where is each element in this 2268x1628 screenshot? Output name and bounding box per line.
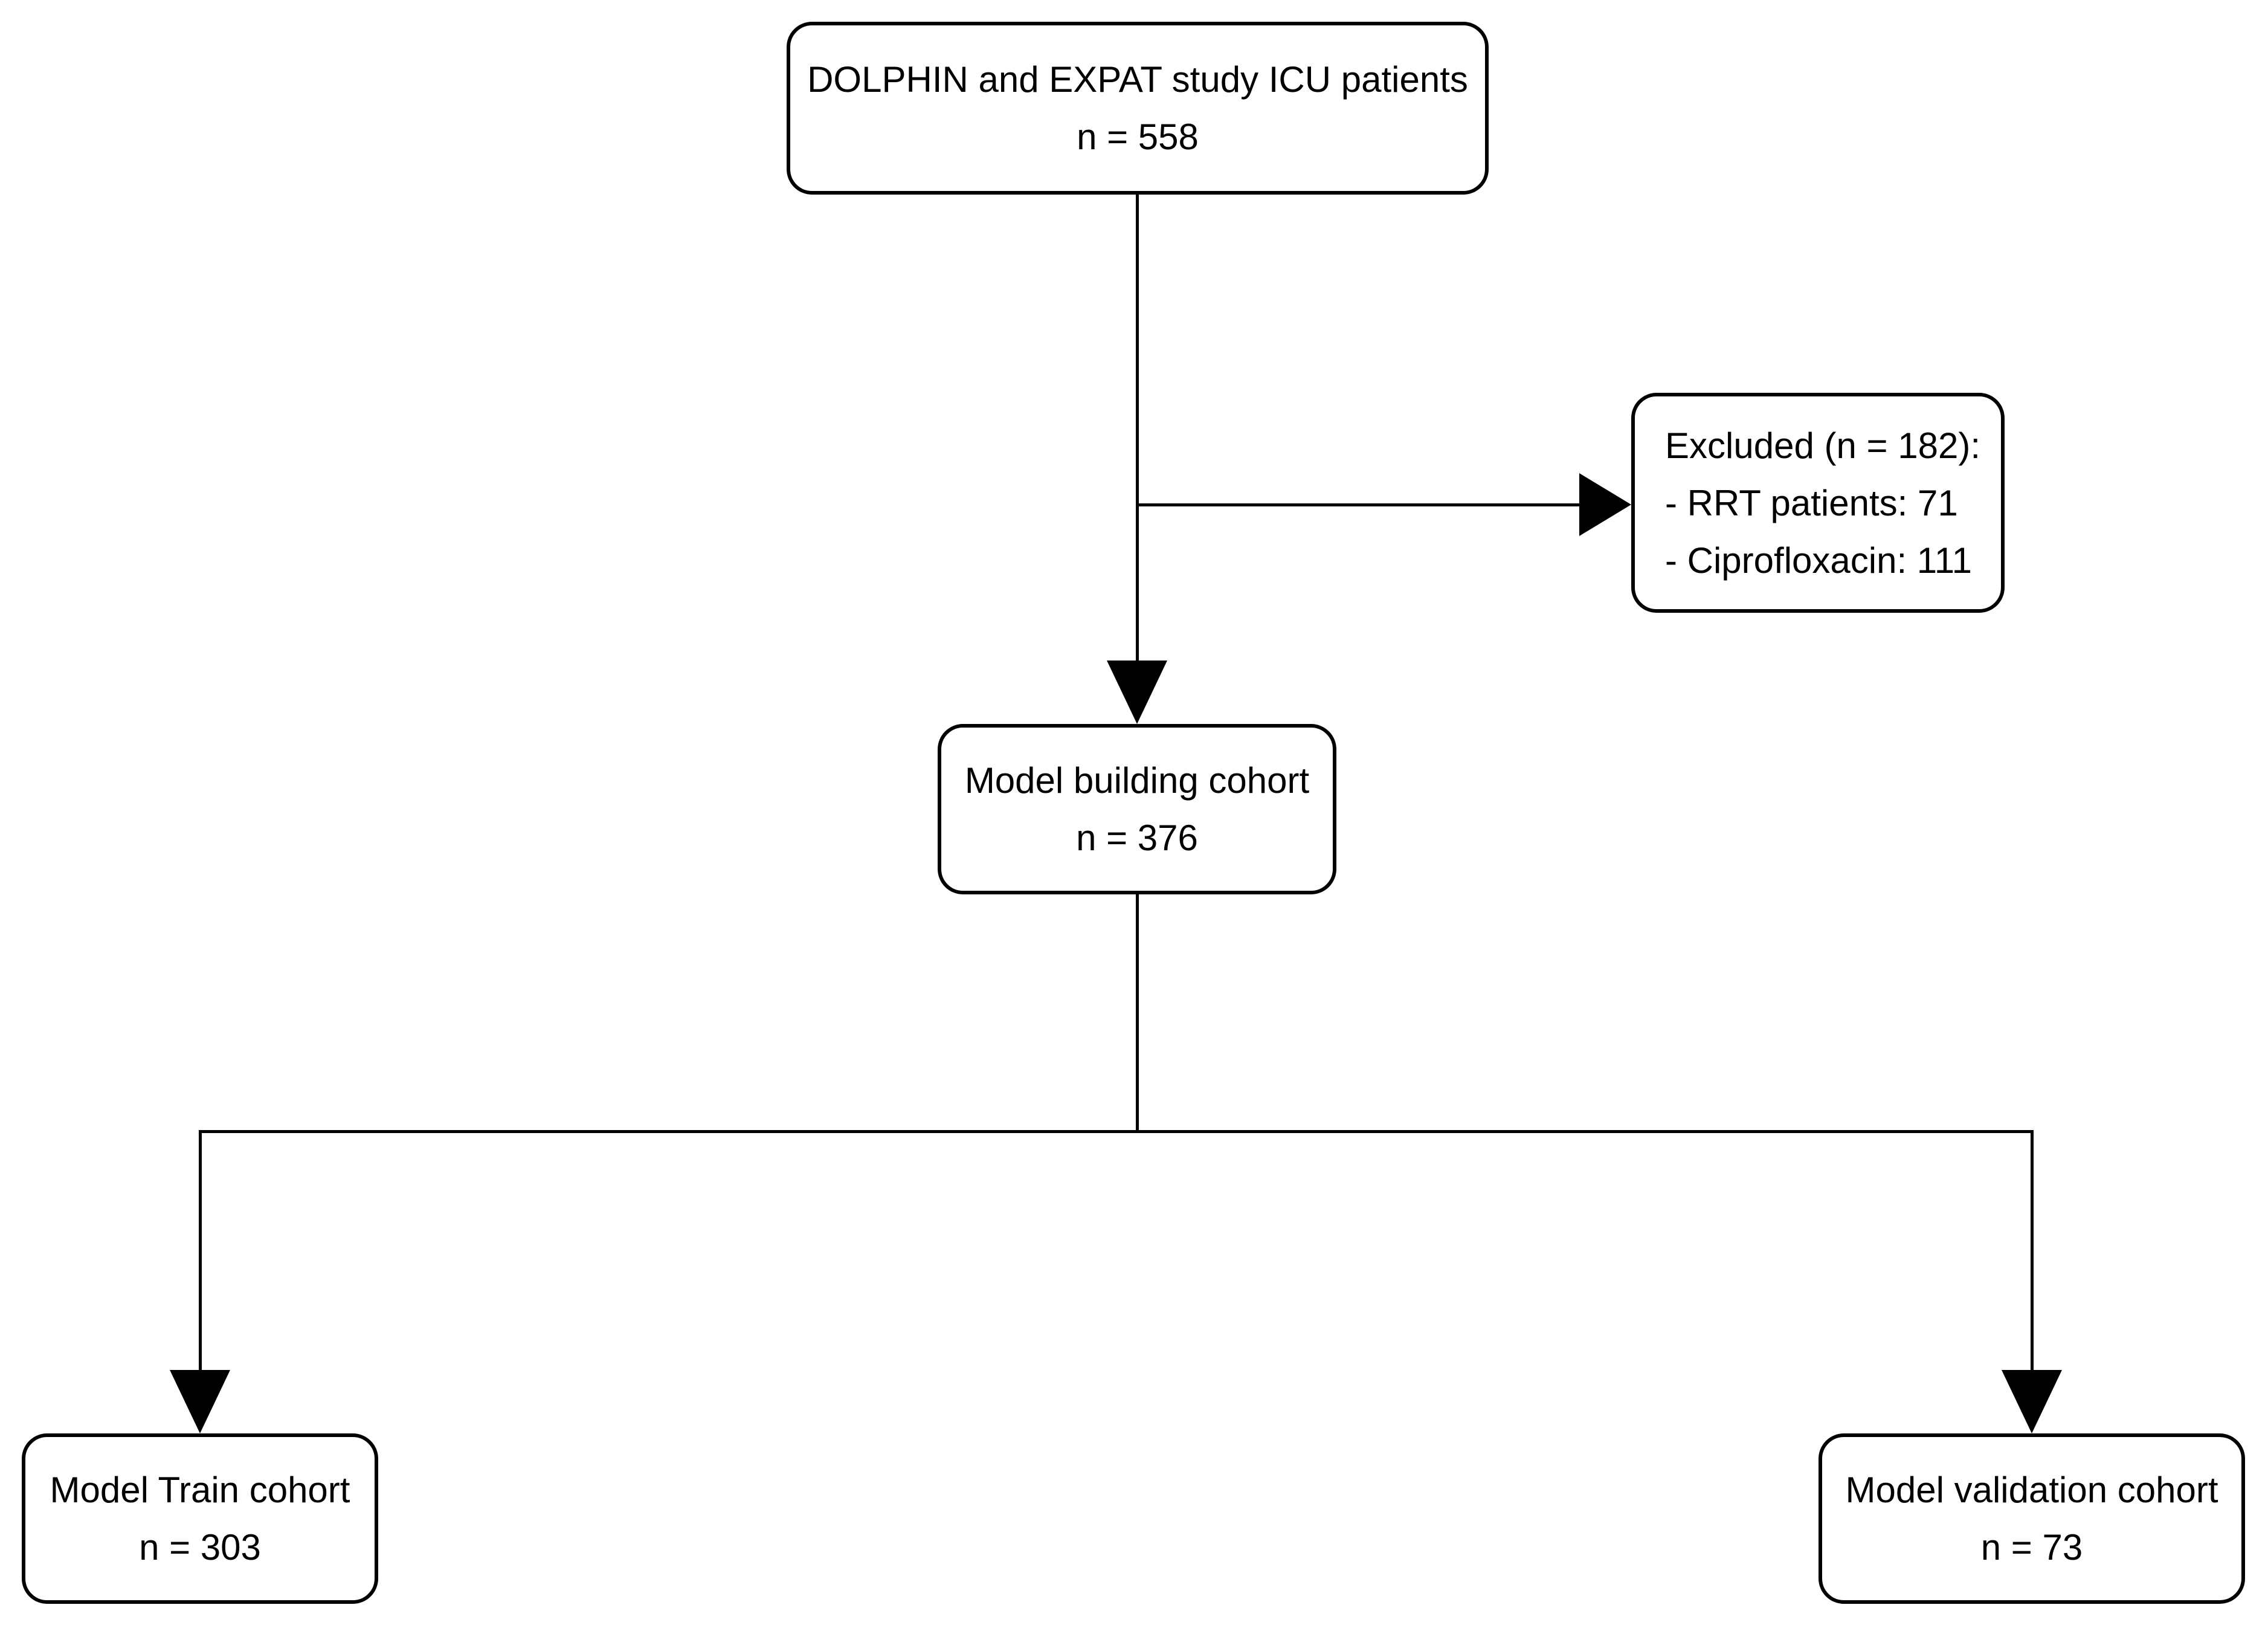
node-train-count: n = 303 [139, 1527, 261, 1568]
node-model-train-cohort: Model Train cohort n = 303 [22, 1433, 378, 1604]
connector-source-to-building [1136, 193, 1139, 665]
connector-branch-to-excluded [1136, 503, 1583, 506]
node-building-title: Model building cohort [964, 760, 1310, 801]
node-validation-count: n = 73 [1980, 1527, 2083, 1568]
arrowhead-down-icon [1107, 661, 1167, 724]
node-source-count: n = 558 [1077, 117, 1199, 157]
arrowhead-right-icon [1579, 473, 1631, 536]
arrowhead-down-icon [170, 1370, 230, 1433]
node-building-count: n = 376 [1076, 818, 1198, 858]
arrowhead-down-icon [2002, 1370, 2062, 1433]
node-excluded-title: Excluded (n = 182): [1665, 425, 1980, 466]
node-source-title: DOLPHIN and EXPAT study ICU patients [807, 59, 1468, 100]
node-excluded-reason-rrt: - RRT patients: 71 [1665, 482, 1958, 523]
node-excluded-reason-ciprofloxacin: - Ciprofloxacin: 111 [1665, 540, 1973, 581]
node-train-title: Model Train cohort [50, 1470, 350, 1510]
node-validation-title: Model validation cohort [1845, 1470, 2218, 1510]
node-model-validation-cohort: Model validation cohort n = 73 [1819, 1433, 2245, 1604]
connector-split-horizontal [199, 1130, 2034, 1133]
connector-split-to-train [199, 1130, 202, 1372]
node-source-population: DOLPHIN and EXPAT study ICU patients n =… [787, 22, 1489, 195]
node-excluded: Excluded (n = 182): - RRT patients: 71 -… [1631, 393, 2005, 613]
connector-split-to-validation [2031, 1130, 2034, 1372]
connector-building-to-split [1136, 894, 1139, 1131]
node-model-building-cohort: Model building cohort n = 376 [938, 724, 1336, 894]
